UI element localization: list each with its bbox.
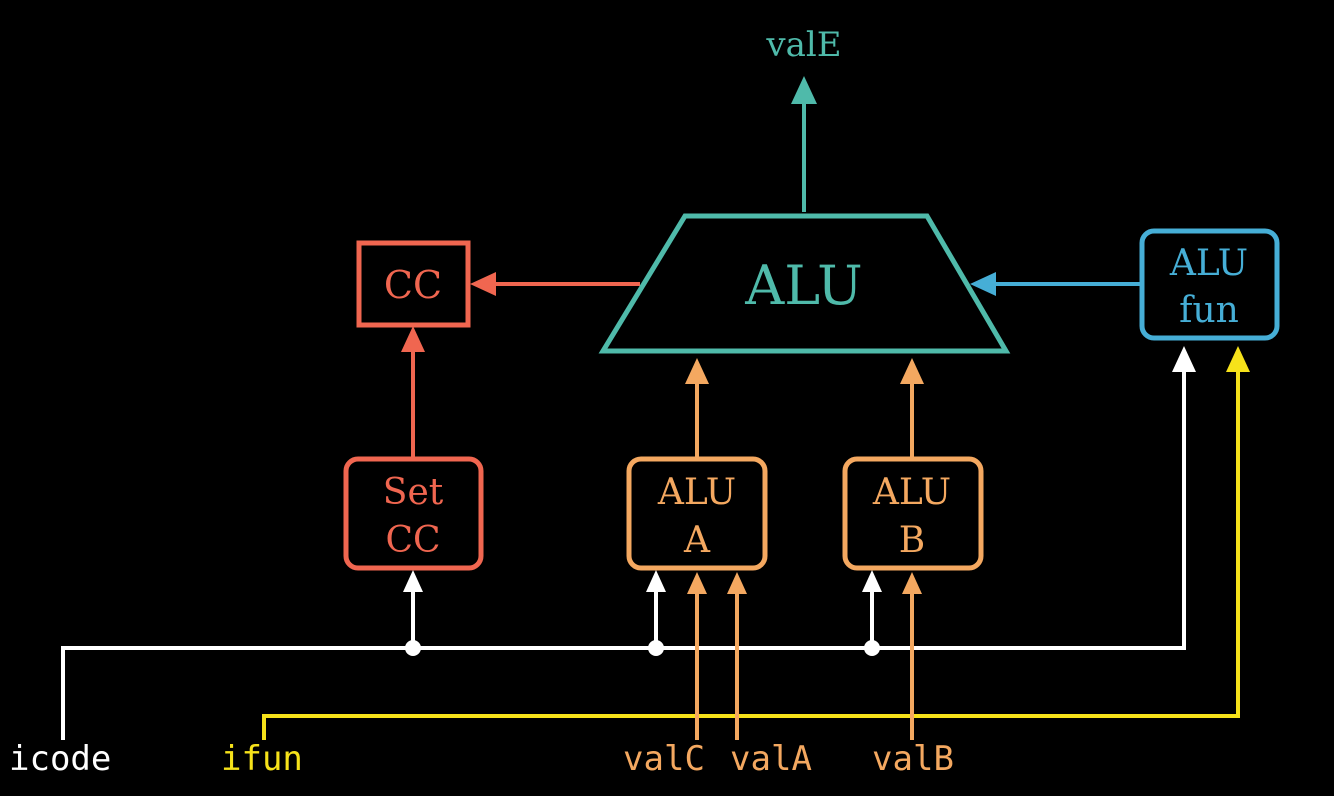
cc-label: CC	[384, 263, 442, 307]
alu-b-label-line2: B	[899, 520, 925, 561]
ifun-label: ifun	[221, 739, 303, 779]
arrowhead-set-cc-icode	[403, 570, 423, 592]
alu-label: ALU	[744, 254, 862, 317]
set-cc-box	[343, 456, 484, 571]
arrowhead-alu-fun-to-alu	[970, 272, 996, 296]
cc-wires	[401, 272, 640, 458]
set-cc-label-line1: Set	[383, 472, 444, 513]
arrowhead-vale	[791, 76, 817, 104]
alu-fun-label-line1: ALU	[1169, 243, 1248, 284]
alu-fun-label-line2: fun	[1179, 290, 1239, 331]
arrowhead-alu-fun-ifun	[1226, 346, 1250, 372]
valb-label: valB	[872, 739, 954, 779]
set-cc-block: Set CC	[343, 456, 484, 571]
icode-label: icode	[9, 739, 111, 779]
alu-fun-box	[1139, 228, 1280, 341]
vala-label: valA	[730, 739, 812, 779]
junction-dot	[648, 640, 664, 656]
arrowhead-set-cc-to-cc	[401, 326, 425, 352]
cc-block: CC	[356, 240, 471, 328]
alu-fun-block: ALU fun	[1139, 228, 1280, 341]
vale-wire	[791, 76, 817, 212]
alu-b-label-line1: ALU	[872, 472, 951, 513]
alu-b-box	[842, 456, 984, 571]
icode-arrowheads	[403, 346, 1196, 592]
icode-bus-junctions	[405, 640, 880, 656]
junction-dot	[405, 640, 421, 656]
arrowhead-valB	[902, 572, 922, 594]
vale-label: valE	[765, 25, 841, 65]
arrowhead-alu-b-to-alu	[900, 358, 924, 384]
cc-box	[356, 240, 471, 328]
set-cc-label-line2: CC	[385, 520, 440, 561]
ifun-wire	[262, 346, 1250, 740]
alu-trapezoid	[598, 213, 1011, 354]
alu-b-block: ALU B	[842, 456, 984, 571]
data-wires	[695, 384, 914, 740]
junction-dot	[864, 640, 880, 656]
arrowhead-alu-a-to-alu	[685, 358, 709, 384]
arrowhead-valC	[687, 572, 707, 594]
alu-block: ALU	[598, 213, 1011, 354]
arrowhead-alu-fun-icode	[1172, 346, 1196, 372]
arrowhead-alu-b-icode	[862, 570, 882, 592]
valc-label: valC	[623, 739, 705, 779]
alu-a-block: ALU A	[626, 456, 768, 571]
arrowhead-alu-a-icode	[646, 570, 666, 592]
data-arrowheads	[685, 358, 924, 594]
icode-bus	[61, 372, 1186, 740]
alu-a-label-line2: A	[683, 520, 711, 561]
arrowhead-alu-to-cc	[470, 272, 496, 296]
alu-a-label-line1: ALU	[657, 472, 736, 513]
alu-fun-wire	[970, 272, 1142, 296]
alu-a-box	[626, 456, 768, 571]
arrowhead-valA	[727, 572, 747, 594]
